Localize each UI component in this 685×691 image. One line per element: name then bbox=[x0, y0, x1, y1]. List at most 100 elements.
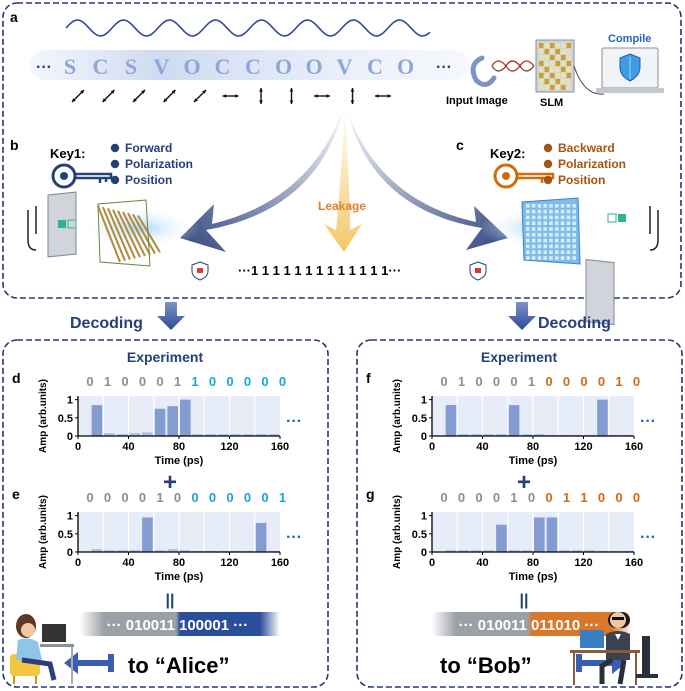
arrow-left-icon bbox=[64, 652, 114, 674]
bit-label: 0 bbox=[244, 374, 251, 389]
metasurface-b bbox=[27, 191, 200, 267]
x-tick-label: 40 bbox=[122, 441, 134, 453]
bit-label: 1 bbox=[510, 490, 517, 505]
laptop-shield-icon bbox=[573, 47, 664, 95]
metasurface-c bbox=[480, 197, 659, 326]
polarization-arrow bbox=[163, 89, 176, 103]
sequence-letter: O bbox=[305, 54, 322, 79]
y-tick-label: 1 bbox=[421, 511, 427, 523]
chart-trailing-ellipsis: ··· bbox=[640, 413, 656, 430]
bullet-dot bbox=[110, 159, 120, 169]
chart-bar bbox=[559, 550, 570, 552]
decoding-arrow-left bbox=[157, 302, 185, 330]
bit-label: 0 bbox=[633, 490, 640, 505]
chart-bar bbox=[167, 549, 178, 552]
bit-label: 0 bbox=[261, 490, 268, 505]
x-tick-label: 40 bbox=[476, 557, 488, 569]
sequence-letter: O bbox=[397, 54, 414, 79]
decoding-label-left: Decoding bbox=[70, 315, 143, 332]
bit-label: 0 bbox=[209, 374, 216, 389]
panel-c-letter: c bbox=[456, 137, 464, 153]
input-image-label: Input Image bbox=[446, 95, 508, 107]
bob-code-color: 011010 ··· bbox=[531, 617, 599, 634]
sequence-letter: V bbox=[337, 54, 353, 79]
bob-experiment-label: Experiment bbox=[481, 349, 558, 365]
key-bullet-text: Position bbox=[125, 173, 172, 187]
sequence-letter: C bbox=[215, 54, 231, 79]
beam-arm-left bbox=[180, 104, 345, 252]
chart-bar bbox=[192, 434, 204, 436]
decoding-label-right: Decoding bbox=[538, 315, 611, 332]
encoding-beam bbox=[30, 50, 470, 80]
alice-code-gray: ··· 010011 bbox=[107, 617, 175, 634]
bit-label: 0 bbox=[615, 490, 622, 505]
y-tick-label: 0.5 bbox=[58, 413, 73, 425]
bit-label: 0 bbox=[633, 374, 640, 389]
chart-bar bbox=[104, 433, 115, 436]
lock-icon-left bbox=[191, 261, 209, 281]
bit-label: 0 bbox=[545, 374, 552, 389]
bob-panel-frame bbox=[356, 339, 683, 688]
x-tick-label: 0 bbox=[75, 441, 81, 453]
bit-label: 0 bbox=[244, 490, 251, 505]
bullet-dot bbox=[110, 175, 120, 185]
polarization-arrow bbox=[132, 89, 146, 103]
chart-trailing-ellipsis: ··· bbox=[640, 529, 656, 546]
key-bullet-text: Backward bbox=[558, 141, 615, 155]
bit-label: 1 bbox=[279, 490, 286, 505]
chart-bar bbox=[496, 434, 507, 436]
x-tick-label: 80 bbox=[527, 557, 539, 569]
bit-label: 1 bbox=[563, 490, 570, 505]
y-tick-label: 1 bbox=[67, 395, 73, 407]
bit-label: 0 bbox=[209, 490, 216, 505]
x-tick-label: 0 bbox=[429, 557, 435, 569]
chart-bar bbox=[534, 434, 545, 436]
bit-label: 0 bbox=[226, 374, 233, 389]
bob-code-gray: ··· 010011 bbox=[459, 617, 527, 634]
x-tick-label: 120 bbox=[574, 557, 592, 569]
chart-bar bbox=[154, 550, 166, 552]
chart-bar bbox=[458, 550, 469, 552]
chart-trailing-ellipsis: ··· bbox=[286, 413, 302, 430]
chart-letter: e bbox=[12, 486, 20, 502]
polarization-arrow bbox=[102, 89, 115, 103]
bit-label: 1 bbox=[528, 374, 535, 389]
y-axis-label: Amp (arb.units) bbox=[38, 495, 49, 569]
panel-b-letter: b bbox=[10, 137, 19, 153]
top-panel-frame bbox=[2, 2, 682, 299]
chart-bar bbox=[584, 550, 596, 552]
chart-bar bbox=[534, 517, 545, 552]
x-tick-label: 160 bbox=[271, 441, 289, 453]
y-tick-label: 0.5 bbox=[412, 529, 427, 541]
bit-label: 0 bbox=[104, 490, 111, 505]
bob-plus-sign: + bbox=[517, 469, 531, 496]
bit-label: 0 bbox=[226, 490, 233, 505]
bit-label: 0 bbox=[174, 490, 181, 505]
bit-label: 0 bbox=[598, 490, 605, 505]
sequence-letter: S bbox=[125, 54, 137, 79]
x-tick-label: 160 bbox=[625, 441, 643, 453]
alice-experiment-label: Experiment bbox=[127, 349, 204, 365]
bit-label: 0 bbox=[121, 490, 128, 505]
x-tick-label: 40 bbox=[122, 557, 134, 569]
input-image-icon bbox=[470, 55, 535, 87]
bob-destination-label: to “Bob” bbox=[440, 653, 532, 678]
x-tick-label: 0 bbox=[75, 557, 81, 569]
chart-bar bbox=[142, 517, 153, 552]
alice-panel-frame bbox=[2, 339, 329, 688]
x-tick-label: 80 bbox=[527, 441, 539, 453]
x-axis-label: Time (ps) bbox=[155, 571, 204, 583]
x-tick-label: 80 bbox=[173, 441, 185, 453]
chart-bar bbox=[508, 550, 520, 552]
x-tick-label: 120 bbox=[220, 557, 238, 569]
sequence-letter: V bbox=[154, 54, 170, 79]
slm-device bbox=[535, 39, 575, 93]
chart-bar bbox=[180, 399, 191, 436]
chart-bar bbox=[483, 550, 495, 552]
bit-label: 0 bbox=[475, 490, 482, 505]
chart-bar bbox=[445, 550, 457, 552]
bit-label: 0 bbox=[440, 374, 447, 389]
